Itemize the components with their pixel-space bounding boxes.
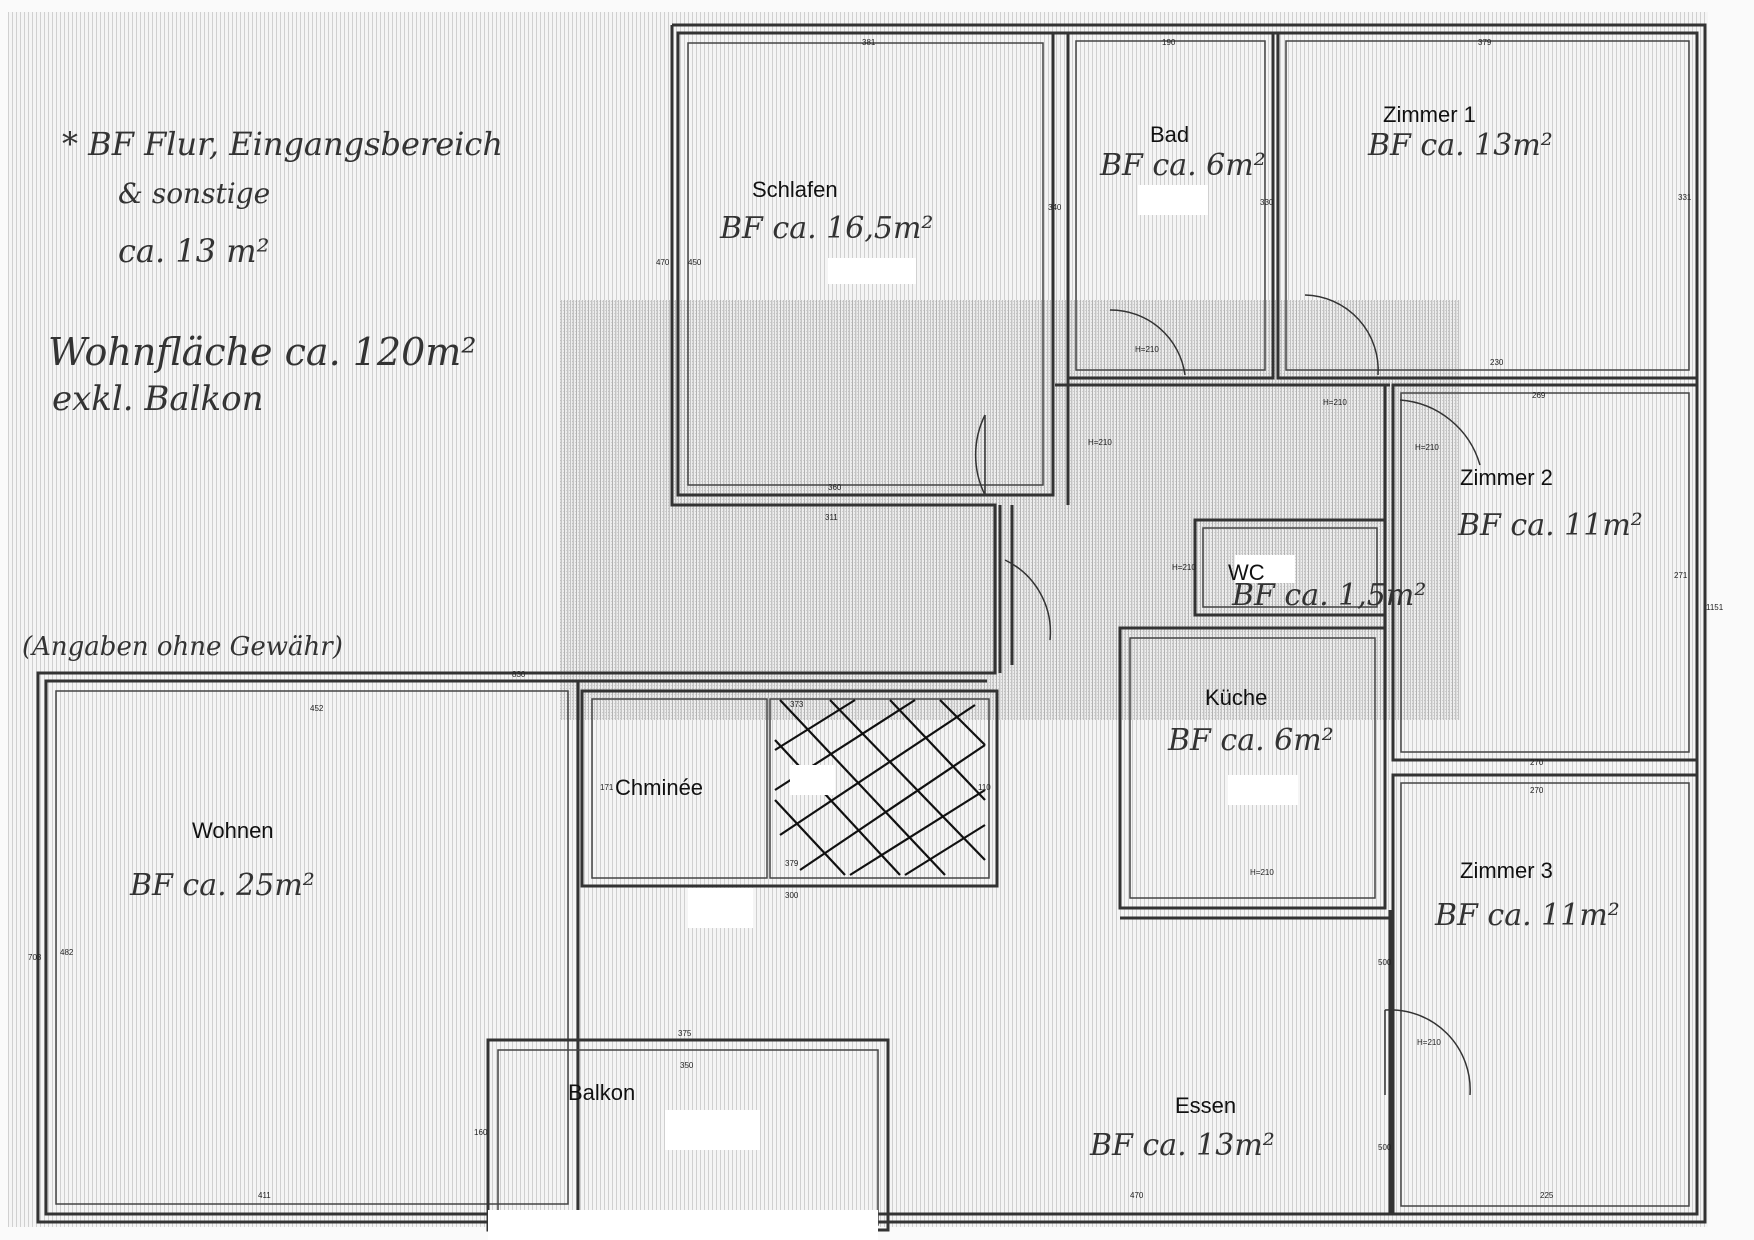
dim-label: H=210 [1135,345,1159,354]
dim-label: 171 [600,783,614,792]
dim-label: H=210 [1172,563,1196,572]
dim-label: 411 [258,1191,271,1200]
dim-label: 311 [825,513,838,522]
area-wohnen: BF ca. 25m² [129,868,315,903]
dim-label: 270 [1530,758,1544,767]
living-area-note-2: exkl. Balkon [52,379,264,419]
dim-label: 300 [785,891,799,900]
dim-label: 340 [1048,203,1062,212]
room-label-wc: WC [1228,560,1265,585]
room-label-zimmer-1: Zimmer 1 [1383,102,1476,127]
dim-label: 331 [1678,193,1692,202]
dim-label: 500 [1378,1143,1392,1152]
dim-label: H=210 [1088,438,1112,447]
area-zimmer-1: BF ca. 13m² [1367,128,1553,163]
dim-label: 225 [1540,1191,1554,1200]
note-line-2: & sonstige [118,177,270,210]
dim-label: H=210 [1250,868,1274,877]
dim-label: 500 [1378,958,1392,967]
walls [36,23,1707,1232]
room-label-zimmer-3: Zimmer 3 [1460,858,1553,883]
dim-label: 360 [828,483,842,492]
dim-label: 230 [1490,358,1504,367]
note-line-3: ca. 13 m² [118,232,269,270]
room-label-kueche: Küche [1205,685,1267,710]
dim-label: 190 [1162,38,1176,47]
label-patches [488,185,1298,1240]
room-label-balkon: Balkon [568,1080,635,1105]
disclaimer: (Angaben ohne Gewähr) [22,632,343,662]
dim-label: 452 [310,704,324,713]
dim-label: 381 [862,38,876,47]
room-labels: Schlafen BF ca. 16,5m² Bad BF ca. 6m² Zi… [129,102,1643,1163]
dim-label: 373 [790,700,804,709]
room-label-bad: Bad [1150,122,1189,147]
dim-label: 269 [1532,391,1546,400]
note-line-1: * BF Flur, Eingangsbereich [62,125,503,163]
dim-label: 482 [60,948,74,957]
area-wc: BF ca. 1,5m² [1231,578,1426,613]
area-schlafen: BF ca. 16,5m² [719,211,933,246]
room-label-chminee: Chminée [615,775,703,800]
area-kueche: BF ca. 6m² [1167,723,1334,758]
dim-label: 110 [978,783,991,792]
area-essen: BF ca. 13m² [1089,1128,1275,1163]
dim-label: 470 [656,258,670,267]
dim-label: 450 [688,258,702,267]
dim-label: 830 [512,670,526,679]
doors [974,294,1481,1096]
area-zimmer-3: BF ca. 11m² [1434,898,1620,933]
dim-label: 271 [1674,571,1688,580]
handwritten-notes: * BF Flur, Eingangsbereich & sonstige ca… [22,125,503,662]
dim-label: H=210 [1323,398,1347,407]
dimension-labels: 381 190 379 470 450 340 330 331 360 311 … [28,38,1724,1200]
dim-label: 350 [680,1061,694,1070]
room-label-essen: Essen [1175,1093,1236,1118]
dim-label: 270 [1530,786,1544,795]
dim-label: 1151 [1706,603,1724,612]
dim-label: 330 [1260,198,1274,207]
room-label-zimmer-2: Zimmer 2 [1460,465,1553,490]
dim-label: 470 [1130,1191,1144,1200]
room-label-schlafen: Schlafen [752,177,838,202]
area-bad: BF ca. 6m² [1099,148,1266,183]
living-area-note: Wohnfläche ca. 120m² [48,330,477,374]
fireplace-hatch [774,699,986,876]
dim-label: 375 [678,1029,692,1038]
dim-label: H=210 [1417,1038,1441,1047]
dim-label: 379 [785,859,799,868]
area-zimmer-2: BF ca. 11m² [1457,508,1643,543]
dim-label: 379 [1478,38,1492,47]
dim-label: 703 [28,953,42,962]
dim-label: H=210 [1415,443,1439,452]
dim-label: 160 [474,1128,488,1137]
room-label-wohnen: Wohnen [192,818,274,843]
